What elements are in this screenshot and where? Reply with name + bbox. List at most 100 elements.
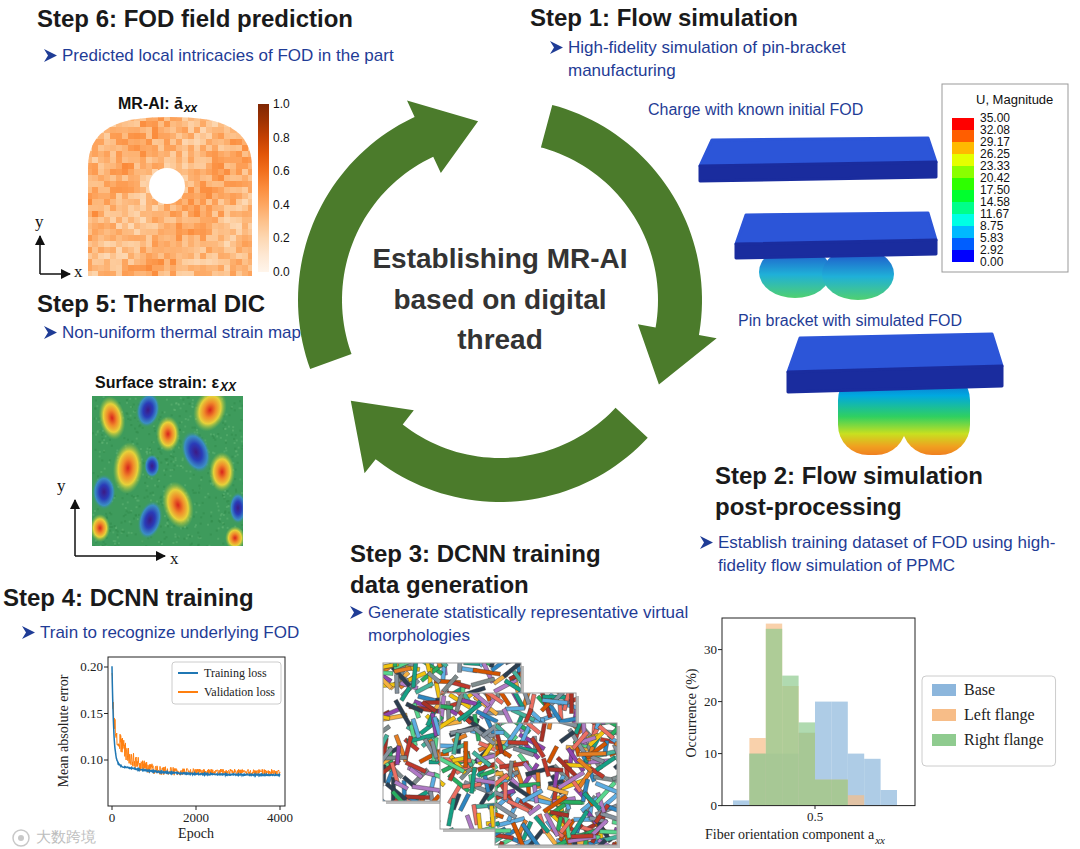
fod-pixel bbox=[122, 121, 129, 128]
fod-pixel bbox=[218, 145, 225, 152]
fod-pixel bbox=[200, 277, 207, 284]
strain-noise bbox=[175, 403, 177, 405]
tick-mark bbox=[104, 713, 108, 714]
strain-noise bbox=[101, 545, 103, 546]
fod-pixel bbox=[218, 271, 225, 278]
fod-pixel bbox=[218, 115, 225, 122]
fod-pixel bbox=[176, 133, 183, 140]
fod-pixel bbox=[212, 169, 219, 176]
fod-pixel bbox=[140, 115, 147, 122]
fod-pixel bbox=[206, 181, 213, 188]
fod-pixel bbox=[116, 193, 123, 200]
fod-pixel bbox=[230, 259, 237, 266]
strain-noise bbox=[135, 398, 137, 400]
fod-pixel bbox=[218, 175, 225, 182]
fod-pixel bbox=[152, 259, 159, 266]
fod-pixel bbox=[206, 223, 213, 230]
fod-pixel bbox=[176, 241, 183, 248]
strain-noise bbox=[180, 465, 182, 467]
strain-noise bbox=[238, 447, 240, 449]
fod-pixel bbox=[230, 223, 237, 230]
fod-pixel bbox=[158, 157, 165, 164]
fod-pixel bbox=[218, 205, 225, 212]
fod-pixel bbox=[224, 169, 231, 176]
strain-noise bbox=[186, 470, 188, 472]
strain-noise bbox=[164, 411, 166, 413]
fod-pixel bbox=[182, 139, 189, 146]
strain-noise bbox=[222, 422, 224, 424]
strain-noise bbox=[108, 461, 110, 463]
strain-noise bbox=[144, 482, 146, 484]
strain-noise bbox=[165, 536, 167, 538]
fod-pixel bbox=[116, 223, 123, 230]
strain-noise bbox=[127, 439, 129, 441]
fod-pixel bbox=[236, 241, 243, 248]
fod-pixel bbox=[200, 127, 207, 134]
fod-pixel bbox=[230, 145, 237, 152]
strain-noise bbox=[160, 453, 162, 455]
fod-pixel bbox=[98, 181, 105, 188]
fod-pixel bbox=[212, 139, 219, 146]
fod-pixel bbox=[236, 247, 243, 254]
strain-noise bbox=[226, 434, 228, 436]
fod-pixel bbox=[206, 121, 213, 128]
fod-pixel bbox=[134, 241, 141, 248]
fod-pixel bbox=[128, 151, 135, 158]
fod-pixel bbox=[224, 211, 231, 218]
strain-noise bbox=[105, 513, 107, 515]
fod-pixel bbox=[158, 139, 165, 146]
fod-pixel bbox=[140, 205, 147, 212]
fod-pixel bbox=[188, 151, 195, 158]
strain-noise bbox=[187, 419, 189, 421]
fod-pixel bbox=[200, 217, 207, 224]
fod-pixel bbox=[248, 223, 255, 230]
strain-noise bbox=[241, 419, 243, 421]
fod-pixel bbox=[230, 247, 237, 254]
fod-pixel bbox=[242, 259, 249, 266]
fod-pixel bbox=[86, 139, 93, 146]
fod-pixel bbox=[188, 259, 195, 266]
fod-pixel bbox=[98, 223, 105, 230]
strain-noise bbox=[180, 466, 182, 468]
fod-pixel bbox=[212, 277, 219, 284]
strain-noise bbox=[184, 546, 186, 547]
strain-noise bbox=[225, 449, 227, 451]
fod-pixel bbox=[98, 235, 105, 242]
fiber bbox=[383, 671, 393, 676]
fod-pixel bbox=[224, 157, 231, 164]
fod-pixel bbox=[98, 139, 105, 146]
fod-pixel bbox=[128, 115, 135, 122]
fod-pixel bbox=[140, 277, 147, 284]
fod-pixel bbox=[152, 265, 159, 272]
fod-pixel bbox=[128, 253, 135, 260]
strain-noise bbox=[153, 427, 155, 429]
fod-pixel bbox=[110, 115, 117, 122]
fod-pixel bbox=[212, 163, 219, 170]
fod-pixel bbox=[86, 151, 93, 158]
fod-pixel bbox=[86, 217, 93, 224]
fod-pixel bbox=[134, 253, 141, 260]
strain-noise bbox=[207, 493, 209, 495]
fod-pixel bbox=[242, 181, 249, 188]
strain-noise bbox=[173, 451, 175, 453]
fod-pixel bbox=[128, 133, 135, 140]
fod-pixel bbox=[86, 229, 93, 236]
fod-pixel bbox=[230, 163, 237, 170]
fiber bbox=[477, 813, 484, 829]
fod-pixel bbox=[128, 211, 135, 218]
fod-pixel bbox=[128, 139, 135, 146]
fod-pixel bbox=[146, 241, 153, 248]
fod-pixel bbox=[182, 271, 189, 278]
fod-pixel bbox=[164, 139, 171, 146]
fod-pixel bbox=[248, 133, 255, 140]
fod-pixel bbox=[200, 133, 207, 140]
strain-noise bbox=[149, 492, 151, 494]
fod-pixel bbox=[98, 145, 105, 152]
fod-pixel bbox=[122, 265, 129, 272]
fiber bbox=[405, 702, 423, 713]
strain-noise bbox=[189, 536, 191, 538]
fiber bbox=[512, 670, 521, 693]
strain-noise bbox=[186, 527, 188, 529]
fod-pixel bbox=[194, 157, 201, 164]
fod-pixel bbox=[230, 205, 237, 212]
